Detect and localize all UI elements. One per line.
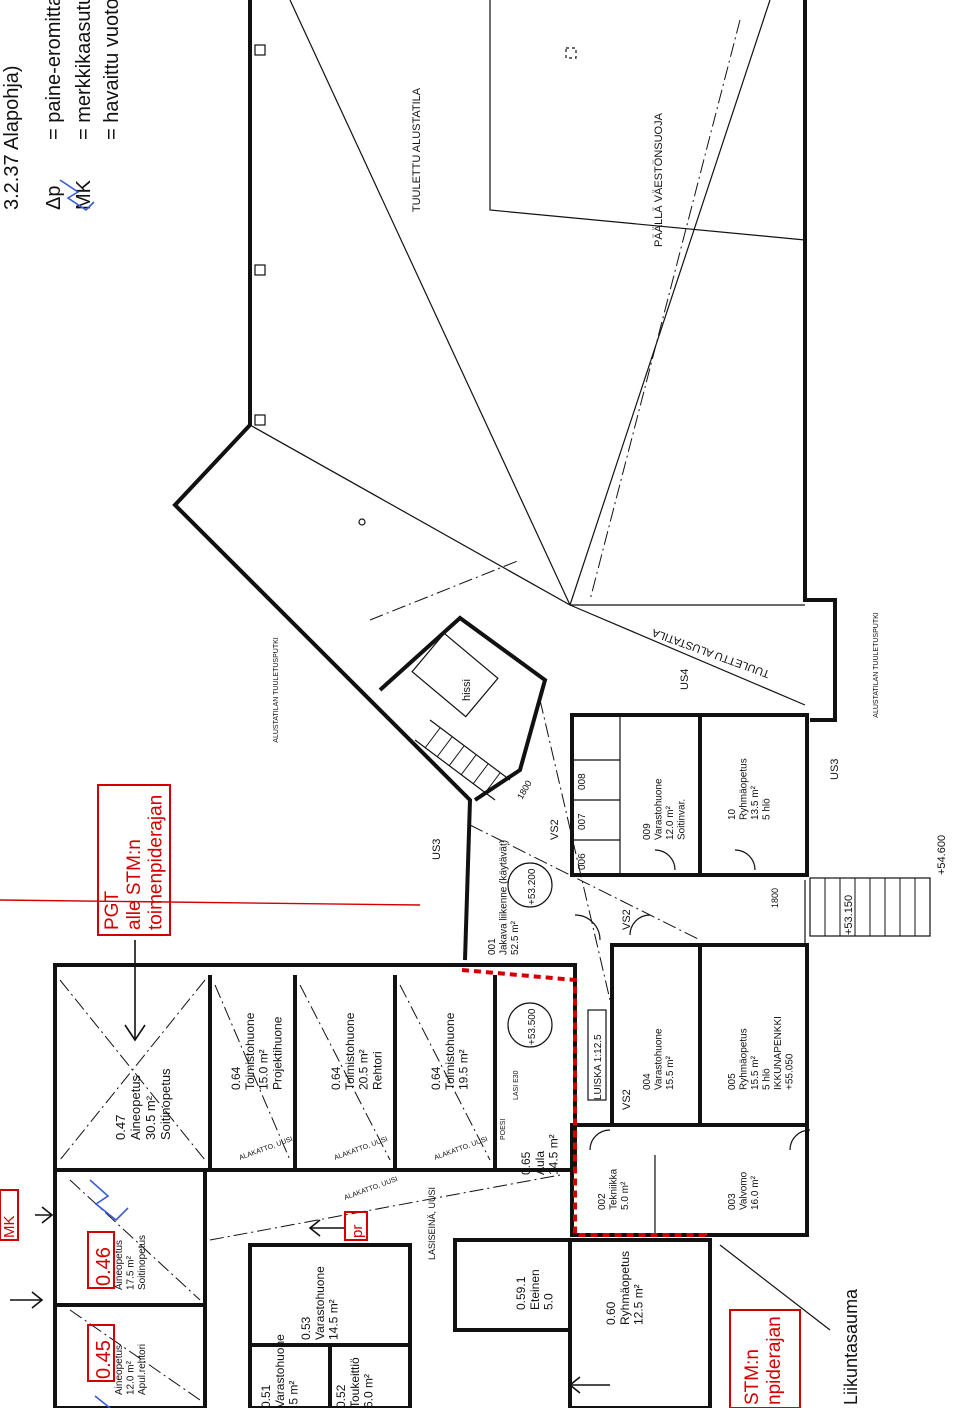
poesi: POESI (500, 1119, 507, 1140)
label-hissi: hissi (461, 679, 473, 701)
right-rooms (570, 713, 931, 1237)
stm-annotation-text: STM:nnpiderajan (742, 1316, 785, 1405)
room-046: Aineopetus17.5 m²Soitinopetus (114, 1235, 148, 1290)
room-010: 10Ryhmäopetus13.5 m²5 hlö (727, 758, 773, 820)
room-004: 004Varastohuone15.5 m² (642, 1028, 676, 1090)
legend-dp-text: = paine-eromittau (43, 0, 65, 140)
mk-tag-box (0, 1189, 19, 1241)
pr-tag: pr (349, 1225, 366, 1238)
val-046-box (87, 1231, 115, 1289)
label-us3-b: US3 (829, 759, 841, 780)
legend: 3.2.37 Alapohja) Δp = paine-eromittau MK… (1, 0, 123, 212)
val-045: 0.45 (93, 1340, 115, 1379)
label-vs2-a: VS2 (549, 819, 561, 840)
label-us4: US4 (679, 669, 691, 690)
left-wing-rooms (53, 963, 712, 1408)
arrows (10, 940, 610, 1394)
label-tuulettu-mid: TUULETTU ALUSTATILA (650, 626, 772, 680)
room-003: 003Valvomo16.0 m² (727, 1171, 761, 1210)
legend-leak-text: = havaittu vuotoi (101, 0, 123, 140)
label-elev-1: +54.600 (936, 835, 948, 875)
room-051: 0.51Varastohuone.5 m² (259, 1334, 301, 1408)
lasi-e30: LASI E30 (513, 1070, 520, 1100)
label-tuulettu-top: TUULETTU ALUSTATILA (411, 87, 423, 212)
label-tuuletusputki-2: ALUSTATILAN TUULETUSPUTKI (873, 612, 880, 717)
room-001-elev: +53.200 (527, 868, 538, 905)
pgt-leader-line (0, 899, 421, 906)
crawl-space (172, 0, 837, 961)
room-008: 008 (577, 773, 588, 790)
leak-legend-icon (59, 179, 95, 212)
val-045-box (87, 1324, 115, 1382)
pgt-annotation-text: PGTalle STM:ntoimenpiderajan (102, 795, 167, 930)
room-045: Aineopetus12.0 m²Apul.rehtori (114, 1344, 148, 1395)
label-vs2-b: VS2 (621, 909, 633, 930)
crawl-space-wall-left (172, 0, 473, 961)
label-1800-b: 1800 (770, 888, 780, 908)
room-001: 001Jakava liikenne (käytävät)52.5 m² (487, 840, 521, 955)
label-us3-a: US3 (431, 839, 443, 860)
label-liikuntasauma: Liikuntasauma (841, 1288, 861, 1405)
label-vs2-c: VS2 (621, 1089, 633, 1110)
stm-annotation-box (729, 1309, 801, 1408)
alakatto-2: ALAKATTO, UUSI (333, 1136, 389, 1162)
room-065: 0.65Aula14.5 m² (519, 1134, 561, 1175)
room-064c: 0.64Toimistohuone19.5 m² (429, 1012, 471, 1090)
room-002: 002Tekniikka5.0 m² (597, 1168, 631, 1210)
legend-mk-text: = merkkikaasutut (73, 0, 95, 140)
label-vaestonsuoja: PÄÄLLÄ VÄESTÖNSUOJA (653, 112, 665, 247)
room-052: 0.52Toukeittiö6.0 m² (334, 1357, 376, 1408)
legend-dp-symbol: Δp (43, 186, 65, 210)
room-060: 0.60Ryhmäopetus12.5 m² (604, 1251, 646, 1325)
alakatto-3: ALAKATTO, UUSI (433, 1136, 489, 1162)
leak-marker-icon (89, 1179, 129, 1222)
lasiseina: LASISEINÄ, UUSI (427, 1187, 437, 1260)
crawl-space-wall-right (803, 0, 837, 722)
mk-tag: MK (1, 1216, 18, 1239)
alakatto-4: ALAKATTO, UUSI (343, 1176, 399, 1202)
pgt-annotation-box (97, 784, 171, 936)
room-009: 009Varastohuone12.0 m²Soitinvar. (642, 778, 688, 840)
room-047: 0.47Aineopetus30.5 m²Soitinopetus (113, 1068, 173, 1140)
room-059: 0.59.1Eteinen5.0 (514, 1269, 556, 1310)
stair-core (378, 615, 548, 802)
room-053: 0.53Varastohuone14.5 m² (299, 1266, 341, 1340)
stm-limit-line (461, 968, 707, 1240)
room-065-elev: +53.500 (527, 1008, 538, 1045)
room-064a: 0.64Toimistohuone15.0 m²Projektihuone (229, 1012, 284, 1090)
liikuntasauma-leader (719, 1244, 831, 1331)
legend-mk-symbol: MK (73, 179, 95, 210)
val-046: 0.46 (93, 1247, 115, 1286)
room-006: 006 (577, 853, 588, 870)
leak-marker-icon-2 (94, 1395, 111, 1408)
legend-heading: 3.2.37 Alapohja) (1, 65, 23, 210)
room-005: 005Ryhmäopetus15.5 m²5 hlöIKKUNAPENKKI+5… (727, 1016, 796, 1090)
room-007: 007 (577, 813, 588, 830)
pr-tag-box (344, 1211, 368, 1241)
label-ramp: LUISKA 1:12.5 (593, 1034, 604, 1100)
label-tuuletusputki-1: ALUSTATILAN TUULETUSPUTKI (273, 637, 280, 742)
label-1800-a: 1800 (515, 779, 534, 801)
room-064b: 0.64Toimistohuone20.5 m²Rehtori (329, 1012, 384, 1090)
label-elev-2: +53.150 (843, 895, 855, 935)
